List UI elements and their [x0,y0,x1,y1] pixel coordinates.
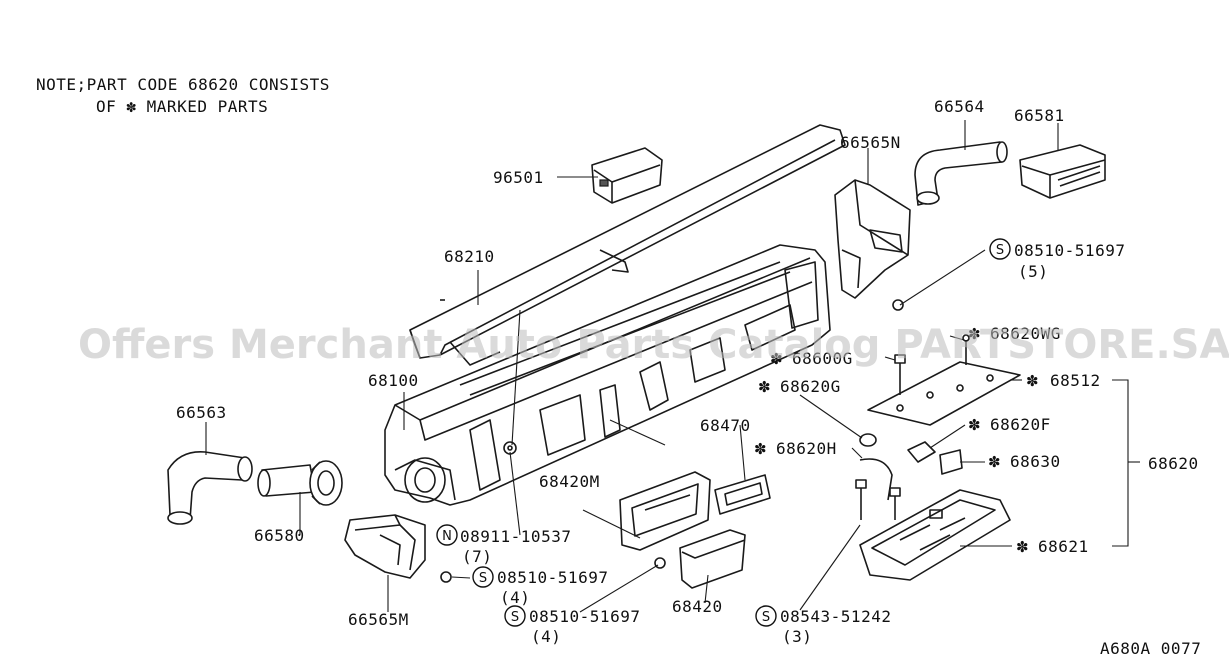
marker-68620WG: ✽ [968,325,981,343]
note-line-1: NOTE;PART CODE 68620 CONSISTS [36,75,330,94]
marker-68630: ✽ [988,453,1001,471]
instrument-panel-68100[interactable] [384,244,831,506]
symbol-s-icon: S [996,243,1004,258]
nut-08911[interactable] [503,441,517,455]
bolts-08543[interactable] [855,479,901,520]
svg-text:08911-10537: 08911-10537 [460,527,571,546]
note-line-2: OF ✽ MARKED PARTS [96,97,268,116]
side-cover-66565N[interactable] [834,179,911,299]
fastener-callout-top: S 08510-51697 (5) [989,238,1125,281]
pin-68620WG[interactable] [962,334,970,365]
svg-text:(4): (4) [531,627,561,646]
svg-text:08510-51697: 08510-51697 [1014,241,1125,260]
label-68420M: 68420M [539,472,600,491]
svg-text:(4): (4) [500,588,530,607]
svg-text:(3): (3) [782,627,812,646]
marker-68620F: ✽ [968,416,981,434]
symbol-s-icon: S [511,610,519,625]
label-68100: 68100 [368,371,419,390]
svg-text:08510-51697: 08510-51697 [497,568,608,587]
label-68620: 68620 [1148,454,1199,473]
part-68420[interactable] [679,529,746,589]
bracket-68512[interactable] [867,361,1021,426]
svg-text:08543-51242: 08543-51242 [780,607,891,626]
label-68621: 68621 [1038,537,1089,556]
label-66565M: 66565M [348,610,409,629]
symbol-s-icon: S [762,610,770,625]
leader-lines [205,120,1140,613]
label-68600G: 68600G [792,349,853,368]
clip-68620F[interactable] [907,441,936,463]
diagram-code: A680A 0077 [1100,639,1201,658]
bolt-08510-left[interactable] [440,571,452,583]
label-66581: 66581 [1014,106,1065,125]
duct-hose-66563[interactable] [167,451,253,525]
label-66564: 66564 [934,97,985,116]
grommet-68620G[interactable] [859,433,877,447]
label-68512: 68512 [1050,371,1101,390]
symbol-s-icon: S [479,571,487,586]
label-68470: 68470 [700,416,751,435]
side-cover-66565M[interactable] [344,514,426,579]
marker-68600G: ✽ [770,350,783,368]
bracket-68630[interactable] [939,449,963,475]
vent-66581[interactable] [1019,144,1106,199]
label-66580: 66580 [254,526,305,545]
label-68620F: 68620F [990,415,1051,434]
console-68621[interactable] [859,489,1011,581]
fastener-callout-right: S 08543-51242 (3) [755,605,891,646]
label-68210: 68210 [444,247,495,266]
svg-text:(7): (7) [462,547,492,566]
marker-68620G: ✽ [758,378,771,396]
label-66565N: 66565N [840,133,901,152]
marker-68512: ✽ [1026,372,1039,390]
screw-68600G[interactable] [894,354,906,395]
marker-68621: ✽ [1016,538,1029,556]
fastener-callout-nut: N 08911-10537 (7) [436,524,571,566]
dash-pad-68210[interactable] [409,124,846,366]
label-68620WG: 68620WG [990,324,1061,343]
part-68470[interactable] [714,474,771,515]
label-68620H: 68620H [776,439,837,458]
watermark-text: Offers Merchant Auto Parts Catalog PARTS… [78,322,1229,368]
svg-text:(5): (5) [1018,262,1048,281]
cluster-lid-68420M[interactable] [619,471,711,551]
symbol-n-icon: N [442,529,452,544]
fastener-callout-bottom: S 08510-51697 (4) [504,605,640,646]
fastener-callout-left: S 08510-51697 (4) [472,566,608,607]
label-66563: 66563 [176,403,227,422]
bolt-08510-top[interactable] [892,299,904,311]
box-96501[interactable] [591,147,663,204]
label-96501: 96501 [493,168,544,187]
svg-text:08510-51697: 08510-51697 [529,607,640,626]
label-68630: 68630 [1010,452,1061,471]
label-68620G: 68620G [780,377,841,396]
nozzle-66580[interactable] [257,460,343,506]
duct-66564[interactable] [914,141,1008,206]
label-68420: 68420 [672,597,723,616]
bracket-68620H[interactable] [859,458,893,501]
marker-68620H: ✽ [754,440,767,458]
